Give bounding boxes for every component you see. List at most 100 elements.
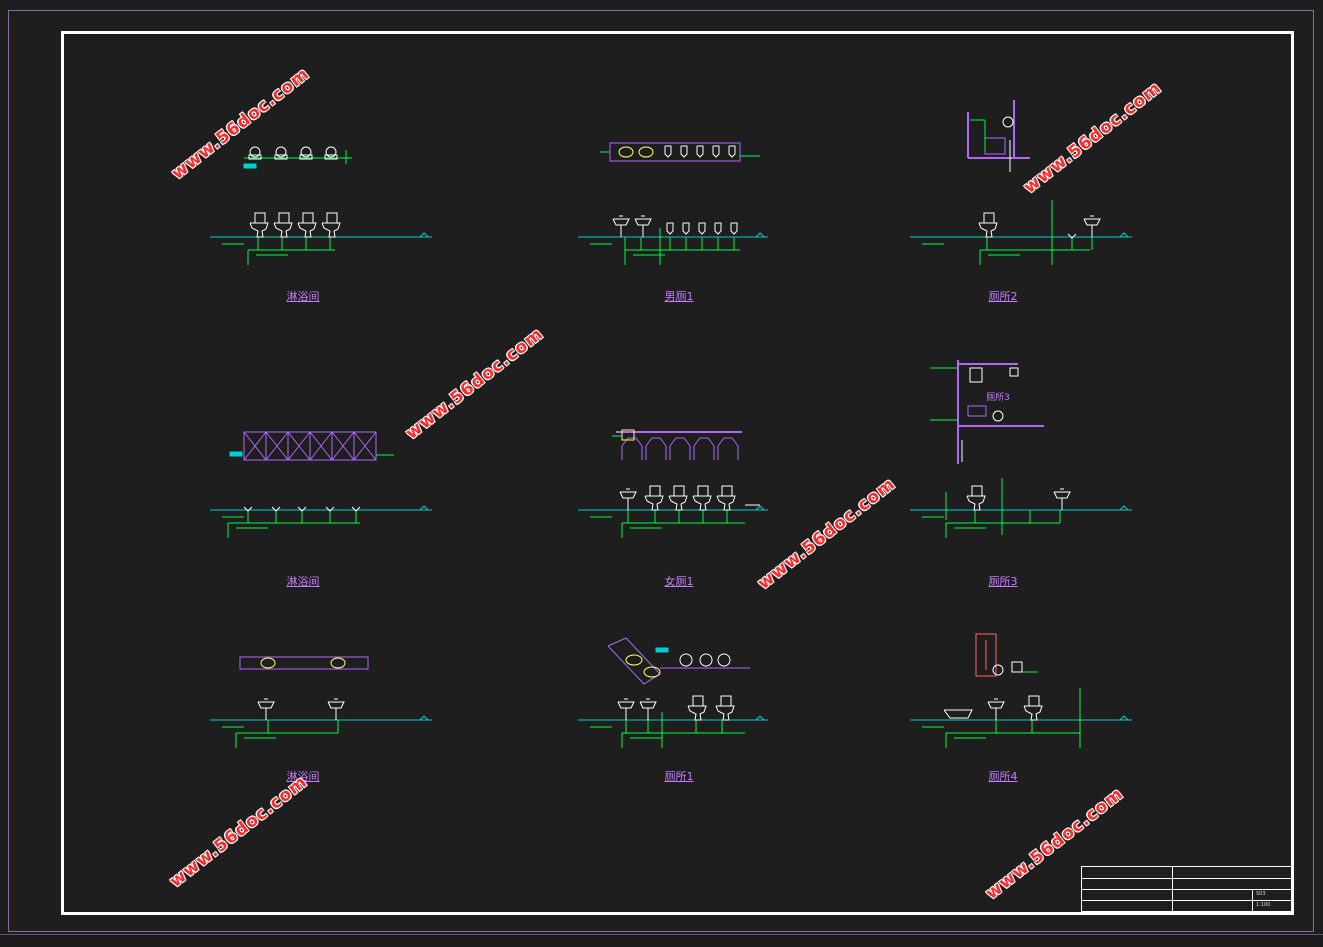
plan-fixture [1011, 661, 1023, 673]
basin [612, 218, 630, 226]
toilet-tank [1028, 695, 1040, 707]
toilet-bowl [687, 705, 707, 721]
plan-fixture-base [324, 154, 338, 160]
floor-drain [351, 506, 361, 512]
level-marker [755, 232, 765, 238]
toilet-tank [721, 485, 733, 497]
toilet-bowl [297, 222, 317, 238]
toilet-tank [326, 212, 338, 224]
toilet-tank [254, 212, 266, 224]
level-marker [755, 715, 765, 721]
toilet-tank [649, 485, 661, 497]
plan-partition [243, 431, 267, 461]
floor-drain [325, 506, 335, 512]
status-strip [0, 934, 1323, 947]
plan-fixture [249, 146, 261, 158]
outer-border [8, 10, 1314, 932]
toilet-bowl [249, 222, 269, 238]
plan-fixture [992, 410, 1004, 422]
level-marker [1119, 715, 1129, 721]
drawing-label-shower-2: 淋浴间 [286, 575, 320, 588]
toilet-tank [692, 695, 704, 707]
toilet-bowl [1023, 705, 1043, 721]
plan-toilet [699, 653, 713, 667]
basin [257, 701, 275, 709]
toilet-bowl [716, 495, 736, 511]
drawing-label-women-toilet-1: 女厕1 [664, 575, 694, 588]
toilet-bowl [966, 495, 986, 511]
basin [639, 701, 657, 709]
plan-basin [621, 429, 635, 441]
toilet-bowl [978, 222, 998, 238]
plan-partition [309, 431, 333, 461]
urinal [728, 145, 736, 158]
urinal [730, 222, 738, 235]
toilet-bowl [692, 495, 712, 511]
drawing-label-toilet-3: 厕所3 [988, 575, 1018, 588]
toilet-tank [673, 485, 685, 497]
plan-fixture [984, 137, 1006, 155]
bathtub [943, 709, 973, 719]
plan-tag [229, 451, 243, 457]
drawing-label-toilet-4: 厕所4 [988, 770, 1018, 783]
plan-basin [625, 654, 643, 666]
floor-drain [271, 506, 281, 512]
floor-drain [243, 506, 253, 512]
plan-tag [243, 163, 257, 169]
urinal [696, 145, 704, 158]
plan-wall [607, 637, 661, 685]
toilet-bowl [715, 705, 735, 721]
drawing-scale: 1:100 [1256, 902, 1271, 908]
title-block: S03 1:100 [1081, 866, 1292, 912]
toilet-bowl [668, 495, 688, 511]
urinal [712, 145, 720, 158]
plan-urinal [638, 146, 654, 158]
level-marker [419, 715, 429, 721]
sheet-number: S03 [1256, 891, 1266, 897]
basin [1053, 491, 1071, 499]
plan-fixture [1002, 116, 1014, 128]
plan-basin [260, 657, 276, 669]
toilet-tank [278, 212, 290, 224]
level-marker [419, 232, 429, 238]
plan-fixture [300, 146, 312, 158]
plan-fixture [967, 405, 987, 417]
urinal [714, 222, 722, 235]
plan-fixture [1009, 367, 1019, 377]
drawing-frame [61, 31, 1294, 915]
urinal [664, 145, 672, 158]
floor-drain [1067, 233, 1077, 239]
basin [634, 218, 652, 226]
drawing-label-toilet-2: 厕所2 [988, 290, 1018, 303]
plan-stall [669, 437, 691, 460]
plan-stall [645, 437, 667, 460]
inset-label-toilet-3: 厕所3 [986, 393, 1010, 403]
toilet-tank [697, 485, 709, 497]
level-marker [419, 505, 429, 511]
level-marker [755, 505, 765, 511]
plan-fixture [275, 146, 287, 158]
level-marker [1119, 232, 1129, 238]
toilet-bowl [644, 495, 664, 511]
urinal [698, 222, 706, 235]
plan-toilet [717, 653, 731, 667]
level-marker [1119, 505, 1129, 511]
basin [619, 491, 637, 499]
plan-partition [287, 431, 311, 461]
plan-stall [621, 437, 643, 460]
toilet-tank [302, 212, 314, 224]
drawing-label-shower-1: 淋浴间 [286, 290, 320, 303]
plan-fixture [969, 367, 983, 383]
plan-wall [609, 142, 741, 162]
basin [617, 701, 635, 709]
plan-wall [239, 656, 369, 670]
urinal [680, 145, 688, 158]
basin [327, 701, 345, 709]
plan-partition [353, 431, 377, 461]
plan-stall [717, 437, 739, 460]
toilet-bowl [321, 222, 341, 238]
plan-urinal [618, 146, 634, 158]
drawing-label-toilet-1: 厕所1 [664, 770, 694, 783]
plan-fixture-base [274, 154, 288, 160]
